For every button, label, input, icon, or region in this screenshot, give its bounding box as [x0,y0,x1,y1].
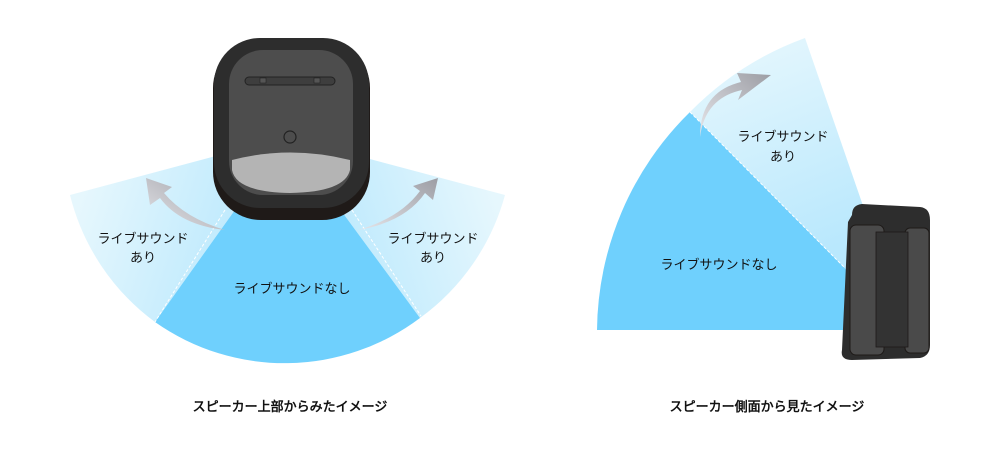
side-view: ライブサウンド あり ライブサウンドなし スピーカー側面から見たイメージ [597,38,930,415]
speaker-side-illustration [841,204,930,360]
label-lower: ライブサウンドなし [660,257,777,273]
divider-side [689,111,846,269]
zone-lower-no-live [597,112,906,330]
zone-center-no-live [155,137,420,364]
label-upper-line2: あり [770,150,796,165]
speaker-top-illustration [213,38,370,220]
label-upper-line1: ライブサウンド [737,129,828,145]
arrow-right-icon [358,178,438,230]
label-left-line1: ライブサウンド [97,231,188,247]
divider-right [351,209,422,317]
label-right-line2: あり [420,251,446,266]
label-center: ライブサウンドなし [233,281,350,297]
top-view: ライブサウンド あり ライブサウンド あり ライブサウンドなし スピーカー上部か… [70,38,505,415]
arrow-left-icon [146,178,225,230]
caption-top-view: スピーカー上部からみたイメージ [193,399,388,415]
caption-side-view: スピーカー側面から見たイメージ [670,399,865,415]
label-left-line2: あり [130,251,156,266]
label-right-line1: ライブサウンド [387,231,478,247]
divider-left [154,209,226,323]
arrow-up-icon [700,73,771,137]
